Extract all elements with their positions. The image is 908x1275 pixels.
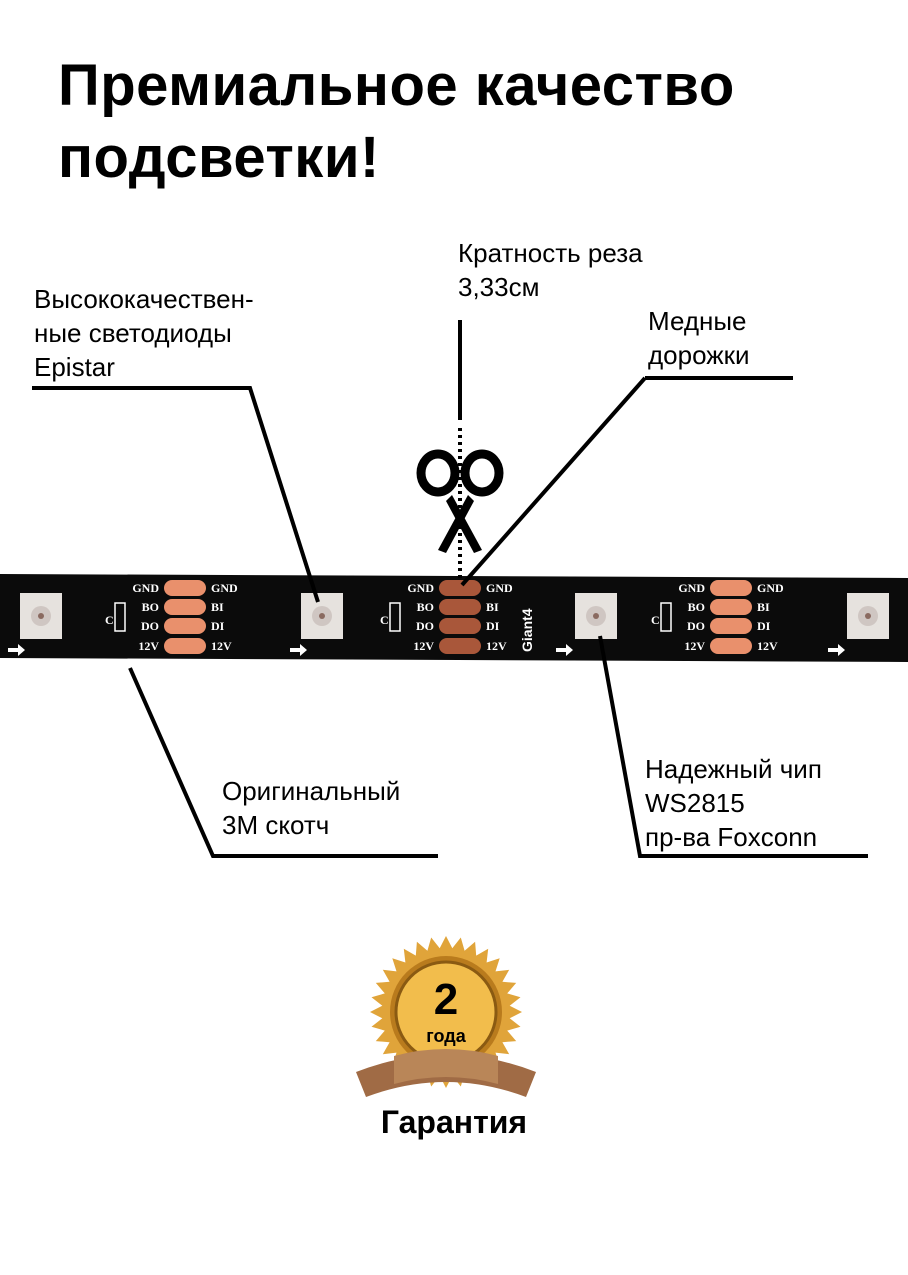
title-line-1: Премиальное качество (58, 53, 735, 118)
pin-label: DO (416, 619, 434, 633)
warranty-years: 2 (434, 975, 458, 1024)
solder-pad (439, 638, 481, 654)
solder-pad-group: GND GND BO BI DO DI 12V 12V C (651, 580, 784, 654)
leader-line-tape (128, 667, 438, 858)
callout-text: дорожки (648, 340, 750, 370)
pin-label: 12V (757, 639, 778, 653)
leader-line-copper (460, 376, 793, 587)
pin-label: GND (486, 581, 513, 595)
callout-copper: Медные дорожки (648, 304, 750, 372)
title-line-2: подсветки! (58, 125, 380, 190)
scissors-icon (416, 449, 504, 553)
pin-label: 12V (486, 639, 507, 653)
pin-label: BI (757, 600, 770, 614)
brand-logo: Giant4 (519, 608, 535, 652)
solder-pad (710, 618, 752, 634)
page-title: Премиальное качество подсветки! (58, 50, 735, 194)
callout-tape: Оригинальный 3M скотч (222, 774, 400, 842)
solder-pad (164, 580, 206, 596)
warranty-unit: года (426, 1026, 466, 1046)
solder-pad (710, 638, 752, 654)
warranty-badge: 2 года (356, 936, 536, 1097)
led-chip (20, 593, 62, 639)
capacitor-label: C (105, 613, 114, 627)
pin-label: GND (678, 581, 705, 595)
solder-pad (164, 638, 206, 654)
direction-arrow-icon (290, 644, 307, 656)
solder-pad (439, 580, 481, 596)
callout-text: Надежный чип (645, 754, 822, 784)
pin-label: 12V (413, 639, 434, 653)
capacitor (114, 602, 126, 632)
pin-label: BO (417, 600, 434, 614)
callout-text: WS2815 (645, 788, 745, 818)
callout-text: Медные (648, 306, 747, 336)
capacitor-label: C (651, 613, 660, 627)
direction-arrow-icon (828, 644, 845, 656)
capacitor (389, 602, 401, 632)
solder-pad-group: GND GND BO BI DO DI 12V 12V C (380, 580, 513, 654)
callout-cut: Кратность реза 3,33см (458, 236, 643, 304)
callout-text: ные светодиоды (34, 318, 232, 348)
pin-label: 12V (211, 639, 232, 653)
solder-pad (164, 618, 206, 634)
capacitor (660, 602, 672, 632)
pin-label: BO (688, 600, 705, 614)
pin-label: DI (486, 619, 500, 633)
pin-label: GND (211, 581, 238, 595)
solder-pad-group: GND GND BO BI DO DI 12V 12V C (105, 580, 238, 654)
direction-arrow-icon (8, 644, 25, 656)
pin-label: 12V (684, 639, 705, 653)
callout-chip: Надежный чип WS2815 пр-ва Foxconn (645, 752, 822, 854)
direction-arrow-icon (556, 644, 573, 656)
solder-pad (164, 599, 206, 615)
pin-label: GND (407, 581, 434, 595)
led-die (593, 613, 599, 619)
led-die (319, 613, 325, 619)
led-strip: GND GND BO BI DO DI 12V 12V C GND GND BO BI DO DI 12V 12… (0, 574, 908, 662)
callout-text: Оригинальный (222, 776, 401, 806)
solder-pad (710, 599, 752, 615)
led-chip (575, 593, 617, 639)
callout-text: Кратность реза (458, 238, 643, 268)
callout-lines (32, 320, 868, 858)
led-die (865, 613, 871, 619)
callout-text: Epistar (34, 352, 115, 382)
pin-label: BO (142, 600, 159, 614)
leader-line-leds (32, 386, 320, 603)
pin-label: GND (132, 581, 159, 595)
callout-text: 3,33см (458, 272, 540, 302)
led-chip (847, 593, 889, 639)
led-die (38, 613, 44, 619)
pin-label: DI (757, 619, 771, 633)
callout-text: Высококачествен- (34, 284, 254, 314)
pin-label: BI (486, 600, 499, 614)
pin-label: DO (141, 619, 159, 633)
pin-label: BI (211, 600, 224, 614)
callout-leds: Высококачествен- ные светодиоды Epistar (34, 282, 254, 384)
capacitor-label: C (380, 613, 389, 627)
solder-pad (439, 599, 481, 615)
warranty-caption: Гарантия (380, 1104, 528, 1140)
solder-pad (439, 618, 481, 634)
pin-label: DO (687, 619, 705, 633)
callout-text: пр-ва Foxconn (645, 822, 818, 852)
leader-line-chip (598, 635, 868, 858)
led-chip (301, 593, 343, 639)
pin-label: GND (757, 581, 784, 595)
pin-label: DI (211, 619, 225, 633)
solder-pad (710, 580, 752, 596)
pin-label: 12V (138, 639, 159, 653)
callout-text: 3M скотч (222, 810, 330, 840)
